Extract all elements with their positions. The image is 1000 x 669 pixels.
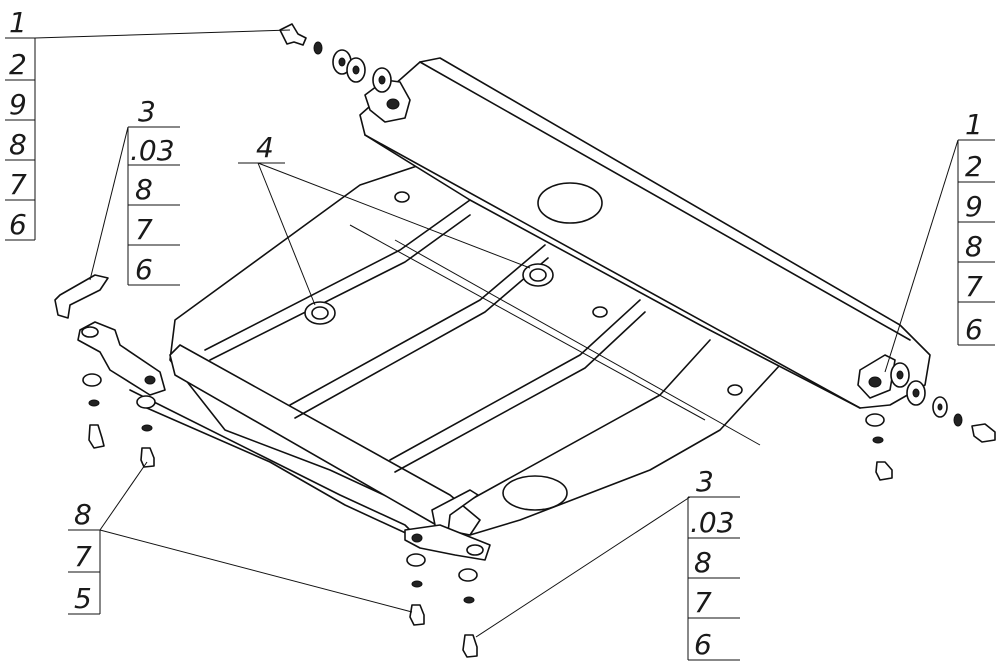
callout-number: 7: [74, 540, 92, 573]
bolt: [140, 447, 155, 468]
callout-number: 4: [256, 131, 274, 164]
washer: [906, 380, 926, 406]
callout-number: 2: [9, 48, 27, 81]
skid-plate: [129, 57, 931, 541]
callout-frame-tr: [957, 139, 995, 346]
spring-washer: [88, 399, 100, 407]
callout-number: 8: [9, 128, 27, 161]
spring-washer: [411, 580, 423, 588]
bracket-front-right: [404, 489, 491, 561]
callout-number: 2: [965, 150, 983, 183]
grommet: [522, 263, 554, 287]
bolt: [971, 423, 996, 443]
grommet: [304, 301, 336, 325]
spring-washer: [953, 413, 963, 427]
washer: [932, 396, 948, 418]
washer: [346, 57, 366, 83]
bracket-left: [54, 274, 166, 396]
callout-number: 9: [965, 190, 983, 223]
callout-tl: 1 2 9 8 7 6: [9, 6, 27, 241]
washer: [865, 413, 885, 427]
callout-top: 4: [256, 131, 274, 164]
callout-number: 3: [138, 95, 156, 128]
callout-number: 6: [694, 628, 712, 661]
washer: [406, 553, 426, 567]
callout-number: 8: [74, 498, 92, 531]
bolt: [875, 461, 893, 481]
bolt: [279, 23, 307, 46]
callout-number: 7: [965, 270, 983, 303]
callout-number: 6: [9, 208, 27, 241]
callout-number: 3: [696, 465, 714, 498]
callout-frame-br: [687, 496, 740, 661]
washer: [458, 568, 478, 582]
spring-washer: [141, 424, 153, 432]
washer: [890, 362, 910, 388]
callout-frame-ml: [127, 126, 180, 286]
callout-frame-bl: [68, 529, 101, 615]
bracket-top-right: [857, 354, 896, 399]
callout-number: 8: [965, 230, 983, 263]
callout-ml: 3 .03 8 7 6: [130, 95, 175, 286]
callout-frame-tl: [5, 37, 36, 241]
spring-washer: [872, 436, 884, 444]
bolt: [409, 604, 425, 626]
callout-number: 8: [135, 173, 153, 206]
washer: [136, 395, 156, 409]
washer: [82, 373, 102, 387]
leader-lines: [34, 29, 959, 638]
callout-number: 8: [694, 546, 712, 579]
bolt: [462, 634, 478, 658]
callout-number: .03: [690, 506, 735, 539]
bolt: [88, 424, 105, 449]
callout-number: 7: [9, 168, 27, 201]
callout-number: 1: [9, 6, 27, 39]
callout-tr: 1 2 9 8 7 6: [965, 108, 983, 346]
callout-number: 5: [74, 582, 92, 615]
washer: [372, 67, 392, 93]
spring-washer: [313, 41, 323, 55]
callout-number: .03: [130, 134, 175, 167]
callout-number: 1: [965, 108, 983, 141]
spring-washer: [463, 596, 475, 604]
callout-bl: 8 7 5: [74, 498, 92, 615]
bracket-top-left: [364, 79, 411, 123]
callout-number: 7: [694, 586, 712, 619]
callout-number: 7: [135, 213, 153, 246]
callout-number: 9: [9, 88, 27, 121]
callout-br: 3 .03 8 7 6: [690, 465, 735, 661]
callout-number: 6: [965, 313, 983, 346]
callout-number: 6: [135, 253, 153, 286]
